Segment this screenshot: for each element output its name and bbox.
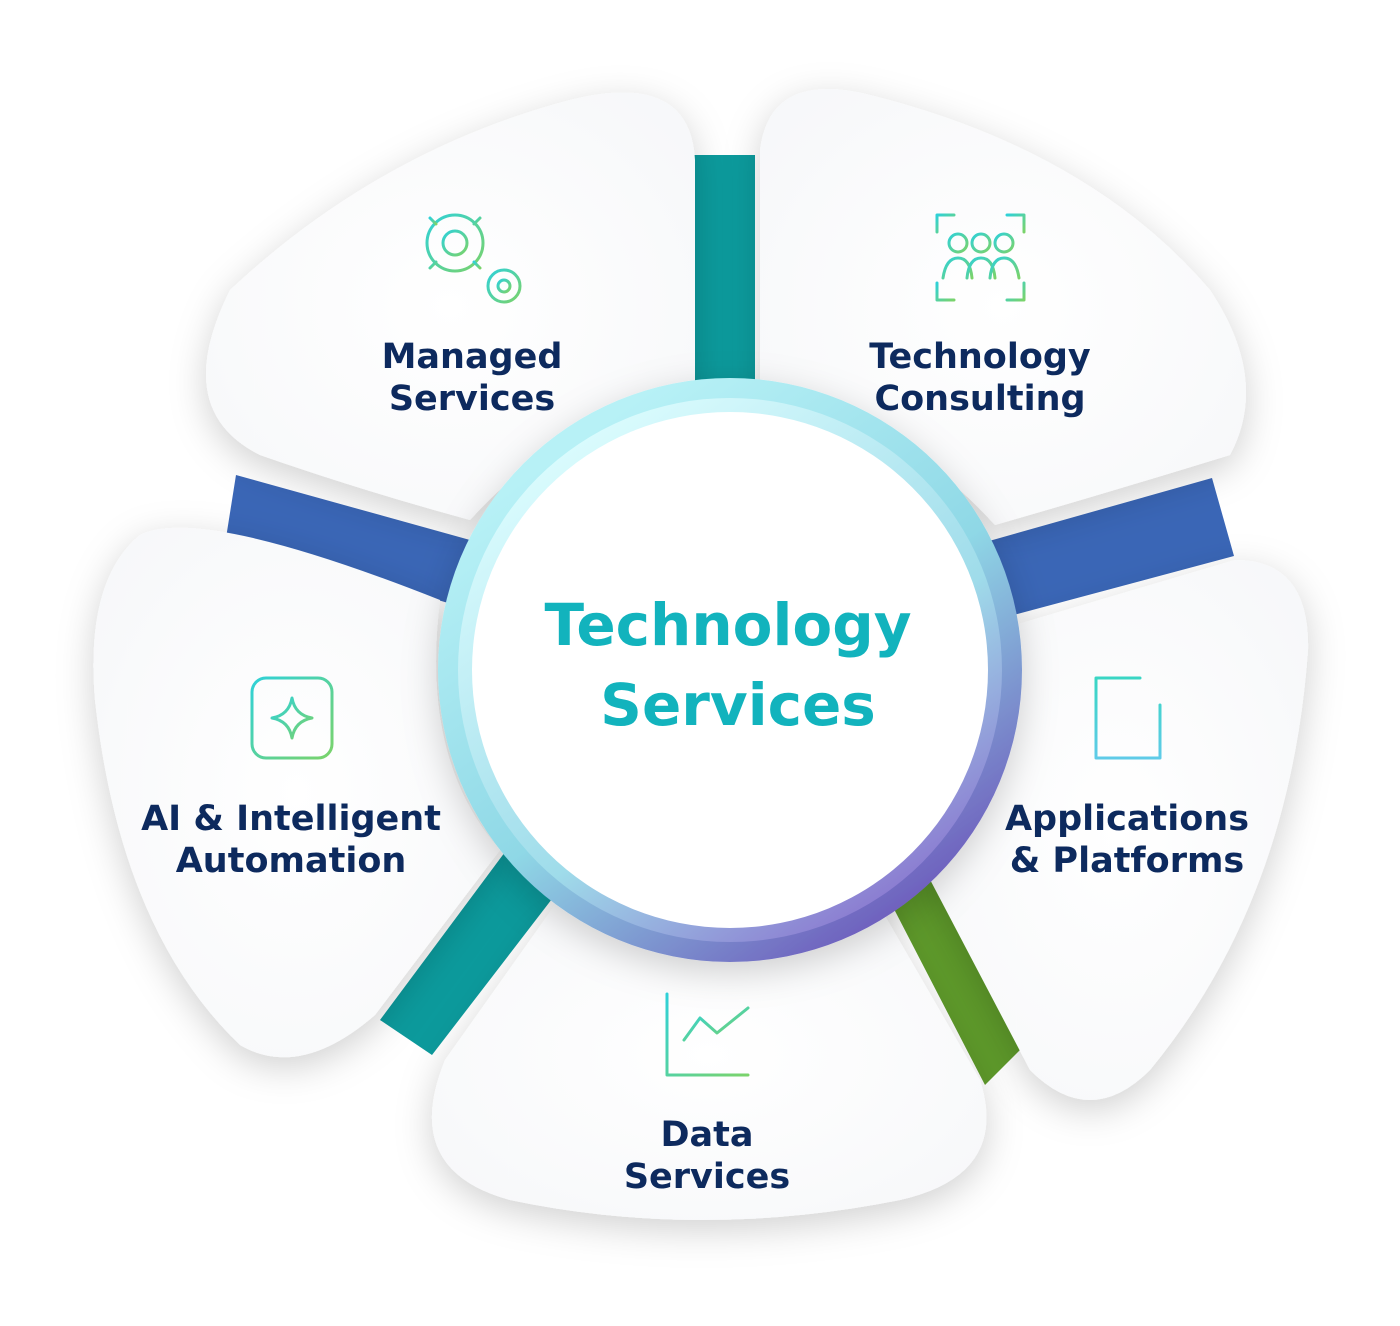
- petal-managed-services: [206, 92, 695, 520]
- spoke-top: [693, 155, 755, 415]
- segment-label-line2: & Platforms: [1010, 841, 1245, 881]
- petal-data-services: [431, 890, 987, 1220]
- segment-technology-consulting: Technology Consulting: [869, 213, 1091, 419]
- segment-label-line2: Consulting: [874, 379, 1085, 419]
- segment-managed-services: Managed Services: [382, 205, 563, 419]
- petal-technology-consulting: [760, 89, 1246, 526]
- spoke-left: [226, 475, 470, 605]
- segment-label-line1: Applications: [1005, 799, 1249, 839]
- segment-data-services: Data Services: [624, 992, 790, 1197]
- segment-ai-intelligent-automation: AI & Intelligent Automation: [141, 663, 441, 881]
- gears-icon: [417, 205, 529, 311]
- petal-ai-intelligent-automation: [93, 527, 500, 1058]
- segment-label-line1: Technology: [869, 337, 1091, 377]
- spoke-bottom-right: [880, 855, 1025, 1085]
- spoke-bottom-left: [380, 852, 555, 1055]
- segment-label-line2: Automation: [176, 841, 407, 881]
- segment-label-line2: Services: [624, 1157, 790, 1197]
- center-title-line1: Technology: [544, 591, 911, 659]
- ai-chip-icon: [237, 663, 347, 773]
- spokes: [226, 155, 1234, 1085]
- segment-label-line2: Services: [389, 379, 555, 419]
- spoke-right: [975, 478, 1234, 620]
- segment-label-line1: AI & Intelligent: [141, 799, 441, 839]
- center-title-line2: Services: [600, 671, 876, 739]
- document-add-icon: [1094, 676, 1168, 760]
- segment-label-line1: Managed: [382, 337, 563, 377]
- segment-label-line1: Data: [660, 1115, 753, 1155]
- center-hub: Technology Services: [438, 378, 1022, 962]
- team-focus-icon: [935, 213, 1026, 302]
- segment-applications-platforms: Applications & Platforms: [1005, 676, 1249, 881]
- line-chart-icon: [665, 992, 750, 1077]
